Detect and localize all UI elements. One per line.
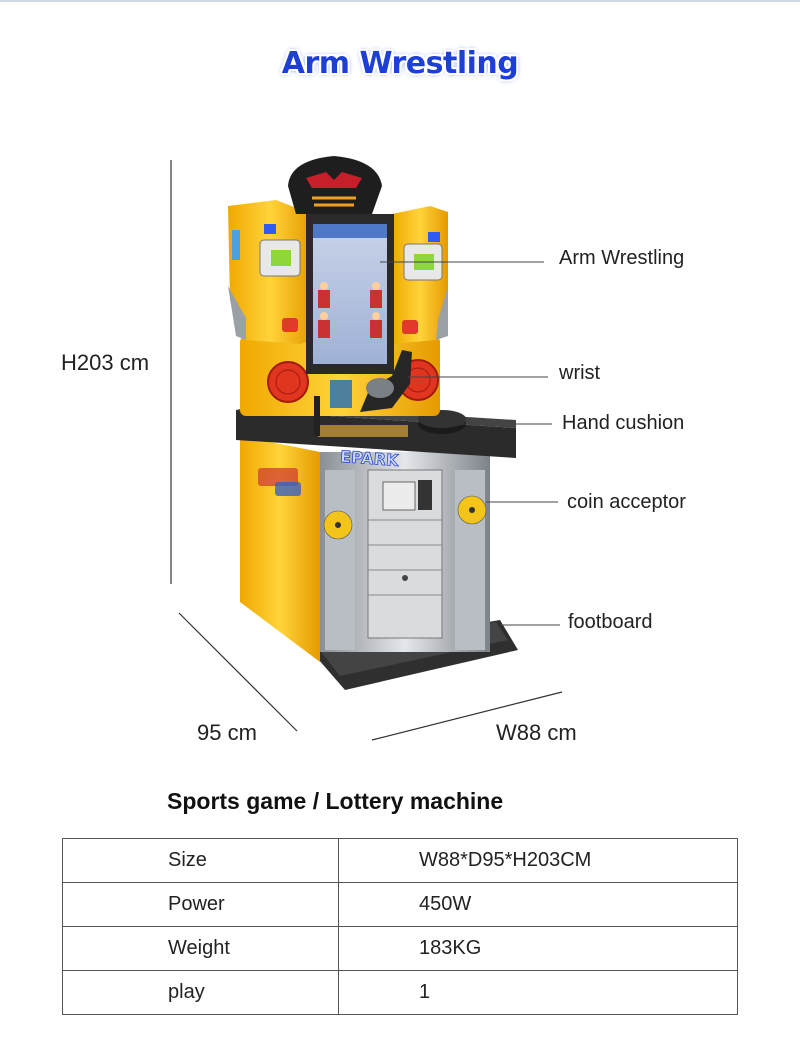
- table-row: Power 450W: [62, 882, 738, 927]
- spec-value: 1: [338, 970, 738, 1015]
- coin-slot: [418, 480, 432, 510]
- width-label: W88 cm: [496, 720, 577, 745]
- depth-label: 95 cm: [197, 720, 257, 745]
- table-row: play 1: [62, 970, 738, 1015]
- spec-label: play: [62, 970, 339, 1015]
- section-heading: Sports game / Lottery machine: [167, 788, 504, 814]
- top-divider: [0, 0, 800, 2]
- callout-wrist: wrist: [559, 362, 601, 384]
- machine-diagram: EPARK: [170, 156, 563, 741]
- spec-value: W88*D95*H203CM: [338, 838, 738, 883]
- specs-table: Size W88*D95*H203CM Power 450W Weight 18…: [62, 838, 738, 1015]
- spec-value: 450W: [338, 882, 738, 927]
- depth-dimension-line: [178, 612, 298, 732]
- callout-coin-acceptor: coin acceptor: [567, 491, 686, 513]
- spec-label: Size: [62, 838, 339, 883]
- callout-arm-wrestling: Arm Wrestling: [559, 247, 685, 269]
- spec-label: Power: [62, 882, 339, 927]
- callout-footboard: footboard: [568, 611, 653, 633]
- callout-hand-cushion: Hand cushion: [562, 412, 685, 434]
- spec-label: Weight: [62, 926, 339, 971]
- page-title: Arm Wrestling: [281, 46, 519, 81]
- width-dimension-line: [371, 691, 563, 741]
- cabinet-logo: EPARK: [340, 447, 400, 470]
- spec-value: 183KG: [338, 926, 738, 971]
- table-row: Size W88*D95*H203CM: [62, 838, 738, 883]
- height-label: H203 cm: [61, 350, 150, 375]
- table-row: Weight 183KG: [62, 926, 738, 971]
